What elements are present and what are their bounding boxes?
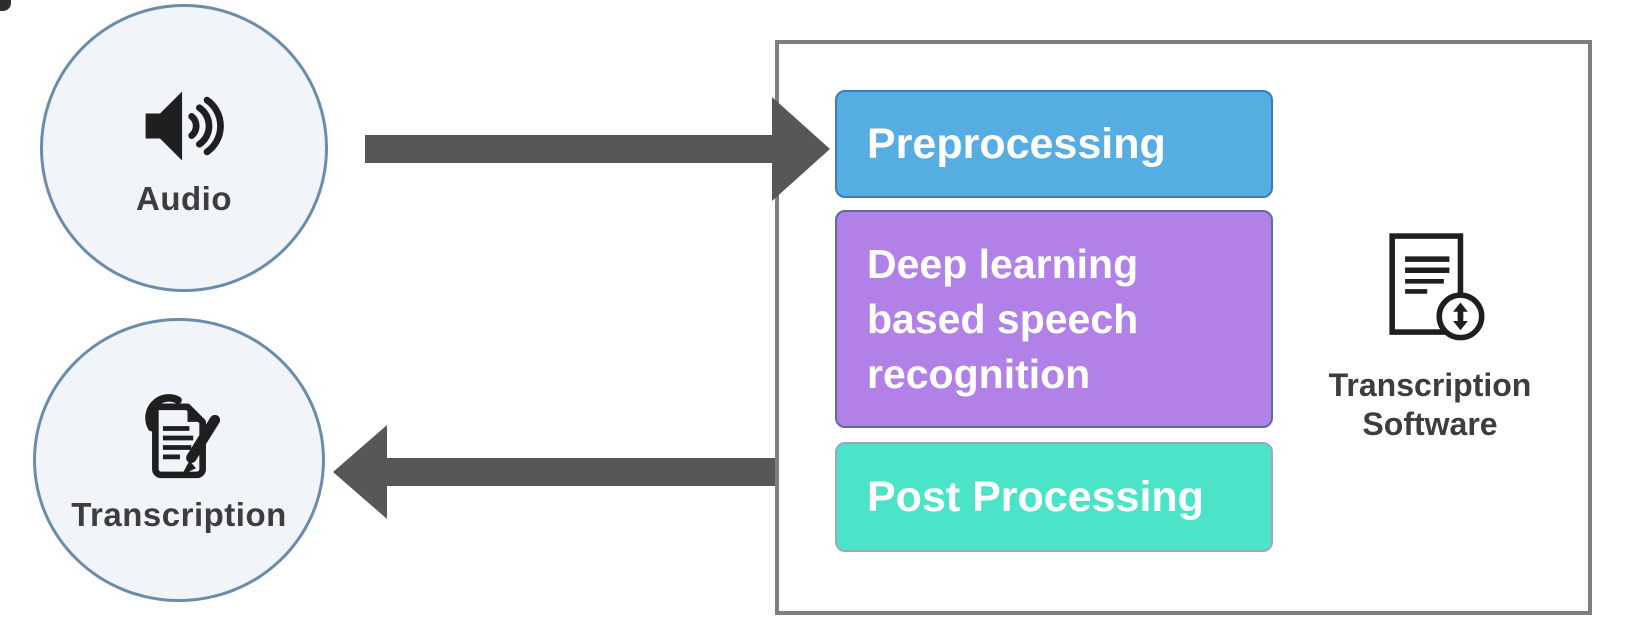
step-preprocessing-label: Preprocessing bbox=[867, 119, 1166, 168]
step-deep-learning-label: Deep learning based speech recognition bbox=[867, 240, 1139, 397]
document-pencil-icon bbox=[145, 394, 221, 479]
step-post-processing-label: Post Processing bbox=[867, 472, 1204, 521]
transcription-node: Transcription bbox=[33, 318, 325, 602]
audio-label: Audio bbox=[136, 180, 232, 217]
step-preprocessing: Preprocessing bbox=[835, 90, 1273, 198]
speaker-icon bbox=[145, 91, 224, 161]
arrow-audio-to-pipeline bbox=[365, 97, 830, 201]
document-export-icon bbox=[1389, 233, 1485, 341]
corner-artifact bbox=[0, 0, 11, 11]
transcription-label: Transcription bbox=[71, 496, 287, 533]
step-deep-learning: Deep learning based speech recognition bbox=[835, 210, 1273, 428]
transcription-software: Transcription Software bbox=[1305, 228, 1555, 444]
step-post-processing: Post Processing bbox=[835, 442, 1273, 552]
audio-node: Audio bbox=[40, 4, 328, 292]
arrow-pipeline-to-transcription bbox=[333, 425, 775, 519]
pipeline-container: Preprocessing Deep learning based speech… bbox=[775, 40, 1592, 615]
transcription-software-label: Transcription Software bbox=[1328, 367, 1532, 442]
